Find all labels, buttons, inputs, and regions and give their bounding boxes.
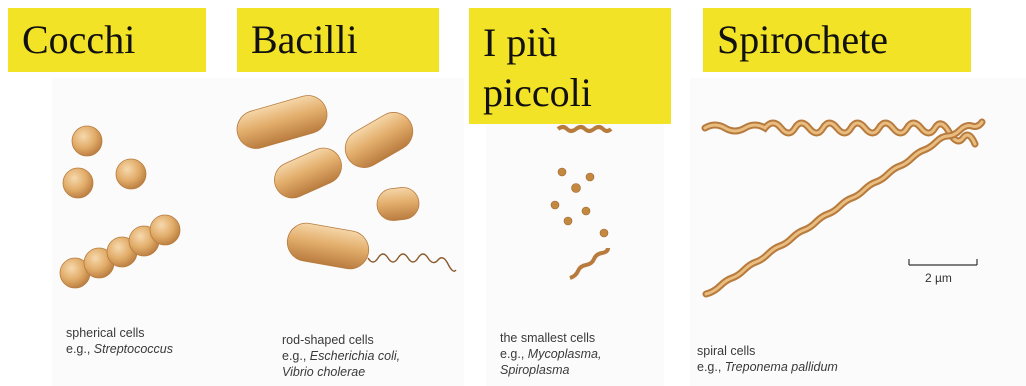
caption-bacilli-example1: Escherichia coli, (310, 349, 400, 363)
mycoplasma-cell (551, 201, 559, 209)
caption-smallest-example1: Mycoplasma, (528, 347, 602, 361)
coccus-cell (63, 168, 93, 198)
spirochete-cell (706, 122, 982, 294)
caption-smallest-example2: Spiroplasma (500, 363, 569, 377)
coccus-cell (150, 215, 180, 245)
caption-spiral-example: Treponema pallidum (725, 360, 838, 374)
caption-spiral-line2: e.g., Treponema pallidum (697, 359, 838, 375)
mycoplasma-cell (564, 217, 572, 225)
mycoplasma-cell (572, 184, 581, 193)
caption-bacilli-example2: Vibrio cholerae (282, 365, 365, 379)
caption-cocci-line1: spherical cells (66, 325, 173, 341)
scale-bar (909, 259, 977, 265)
caption-smallest-line1: the smallest cells (500, 330, 601, 346)
spirochete-cells (705, 122, 982, 294)
bacillus-cell (233, 91, 332, 153)
caption-cocci-example: Streptococcus (94, 342, 173, 356)
spiroplasma-cell (558, 127, 611, 131)
spiroplasma-cell (570, 248, 608, 278)
caption-smallest: the smallest cells e.g., Mycoplasma, Spi… (500, 330, 601, 378)
caption-bacilli-line1: rod-shaped cells (282, 332, 400, 348)
caption-bacilli-prefix: e.g., (282, 349, 310, 363)
bacilli-cells (233, 91, 456, 272)
caption-smallest-prefix: e.g., (500, 347, 528, 361)
mycoplasma-cell (558, 168, 566, 176)
mycoplasma-cell (600, 229, 608, 237)
caption-cocci: spherical cells e.g., Streptococcus (66, 325, 173, 357)
caption-bacilli: rod-shaped cells e.g., Escherichia coli,… (282, 332, 400, 380)
scale-bar-label: 2 µm (925, 271, 952, 285)
caption-spiral-line1: spiral cells (697, 343, 838, 359)
caption-cocci-prefix: e.g., (66, 342, 94, 356)
coccus-cell (116, 159, 146, 189)
caption-bacilli-line3: Vibrio cholerae (282, 364, 400, 380)
mycoplasma-cell (586, 173, 594, 181)
mycoplasma-cell (582, 207, 590, 215)
bacillus-cell (338, 106, 419, 175)
caption-smallest-line2: e.g., Mycoplasma, (500, 346, 601, 362)
bacillus-flagellum (368, 254, 456, 271)
caption-bacilli-line2: e.g., Escherichia coli, (282, 348, 400, 364)
bacillus-cell (284, 220, 371, 272)
bacillus-cell (375, 186, 420, 222)
caption-spiral-prefix: e.g., (697, 360, 725, 374)
cocci-cells (60, 126, 180, 288)
caption-cocci-line2: e.g., Streptococcus (66, 341, 173, 357)
coccus-cell (72, 126, 102, 156)
caption-spiral: spiral cells e.g., Treponema pallidum (697, 343, 838, 375)
smallest-cells (551, 127, 611, 278)
caption-smallest-line3: Spiroplasma (500, 362, 601, 378)
bacillus-cell (269, 142, 348, 203)
